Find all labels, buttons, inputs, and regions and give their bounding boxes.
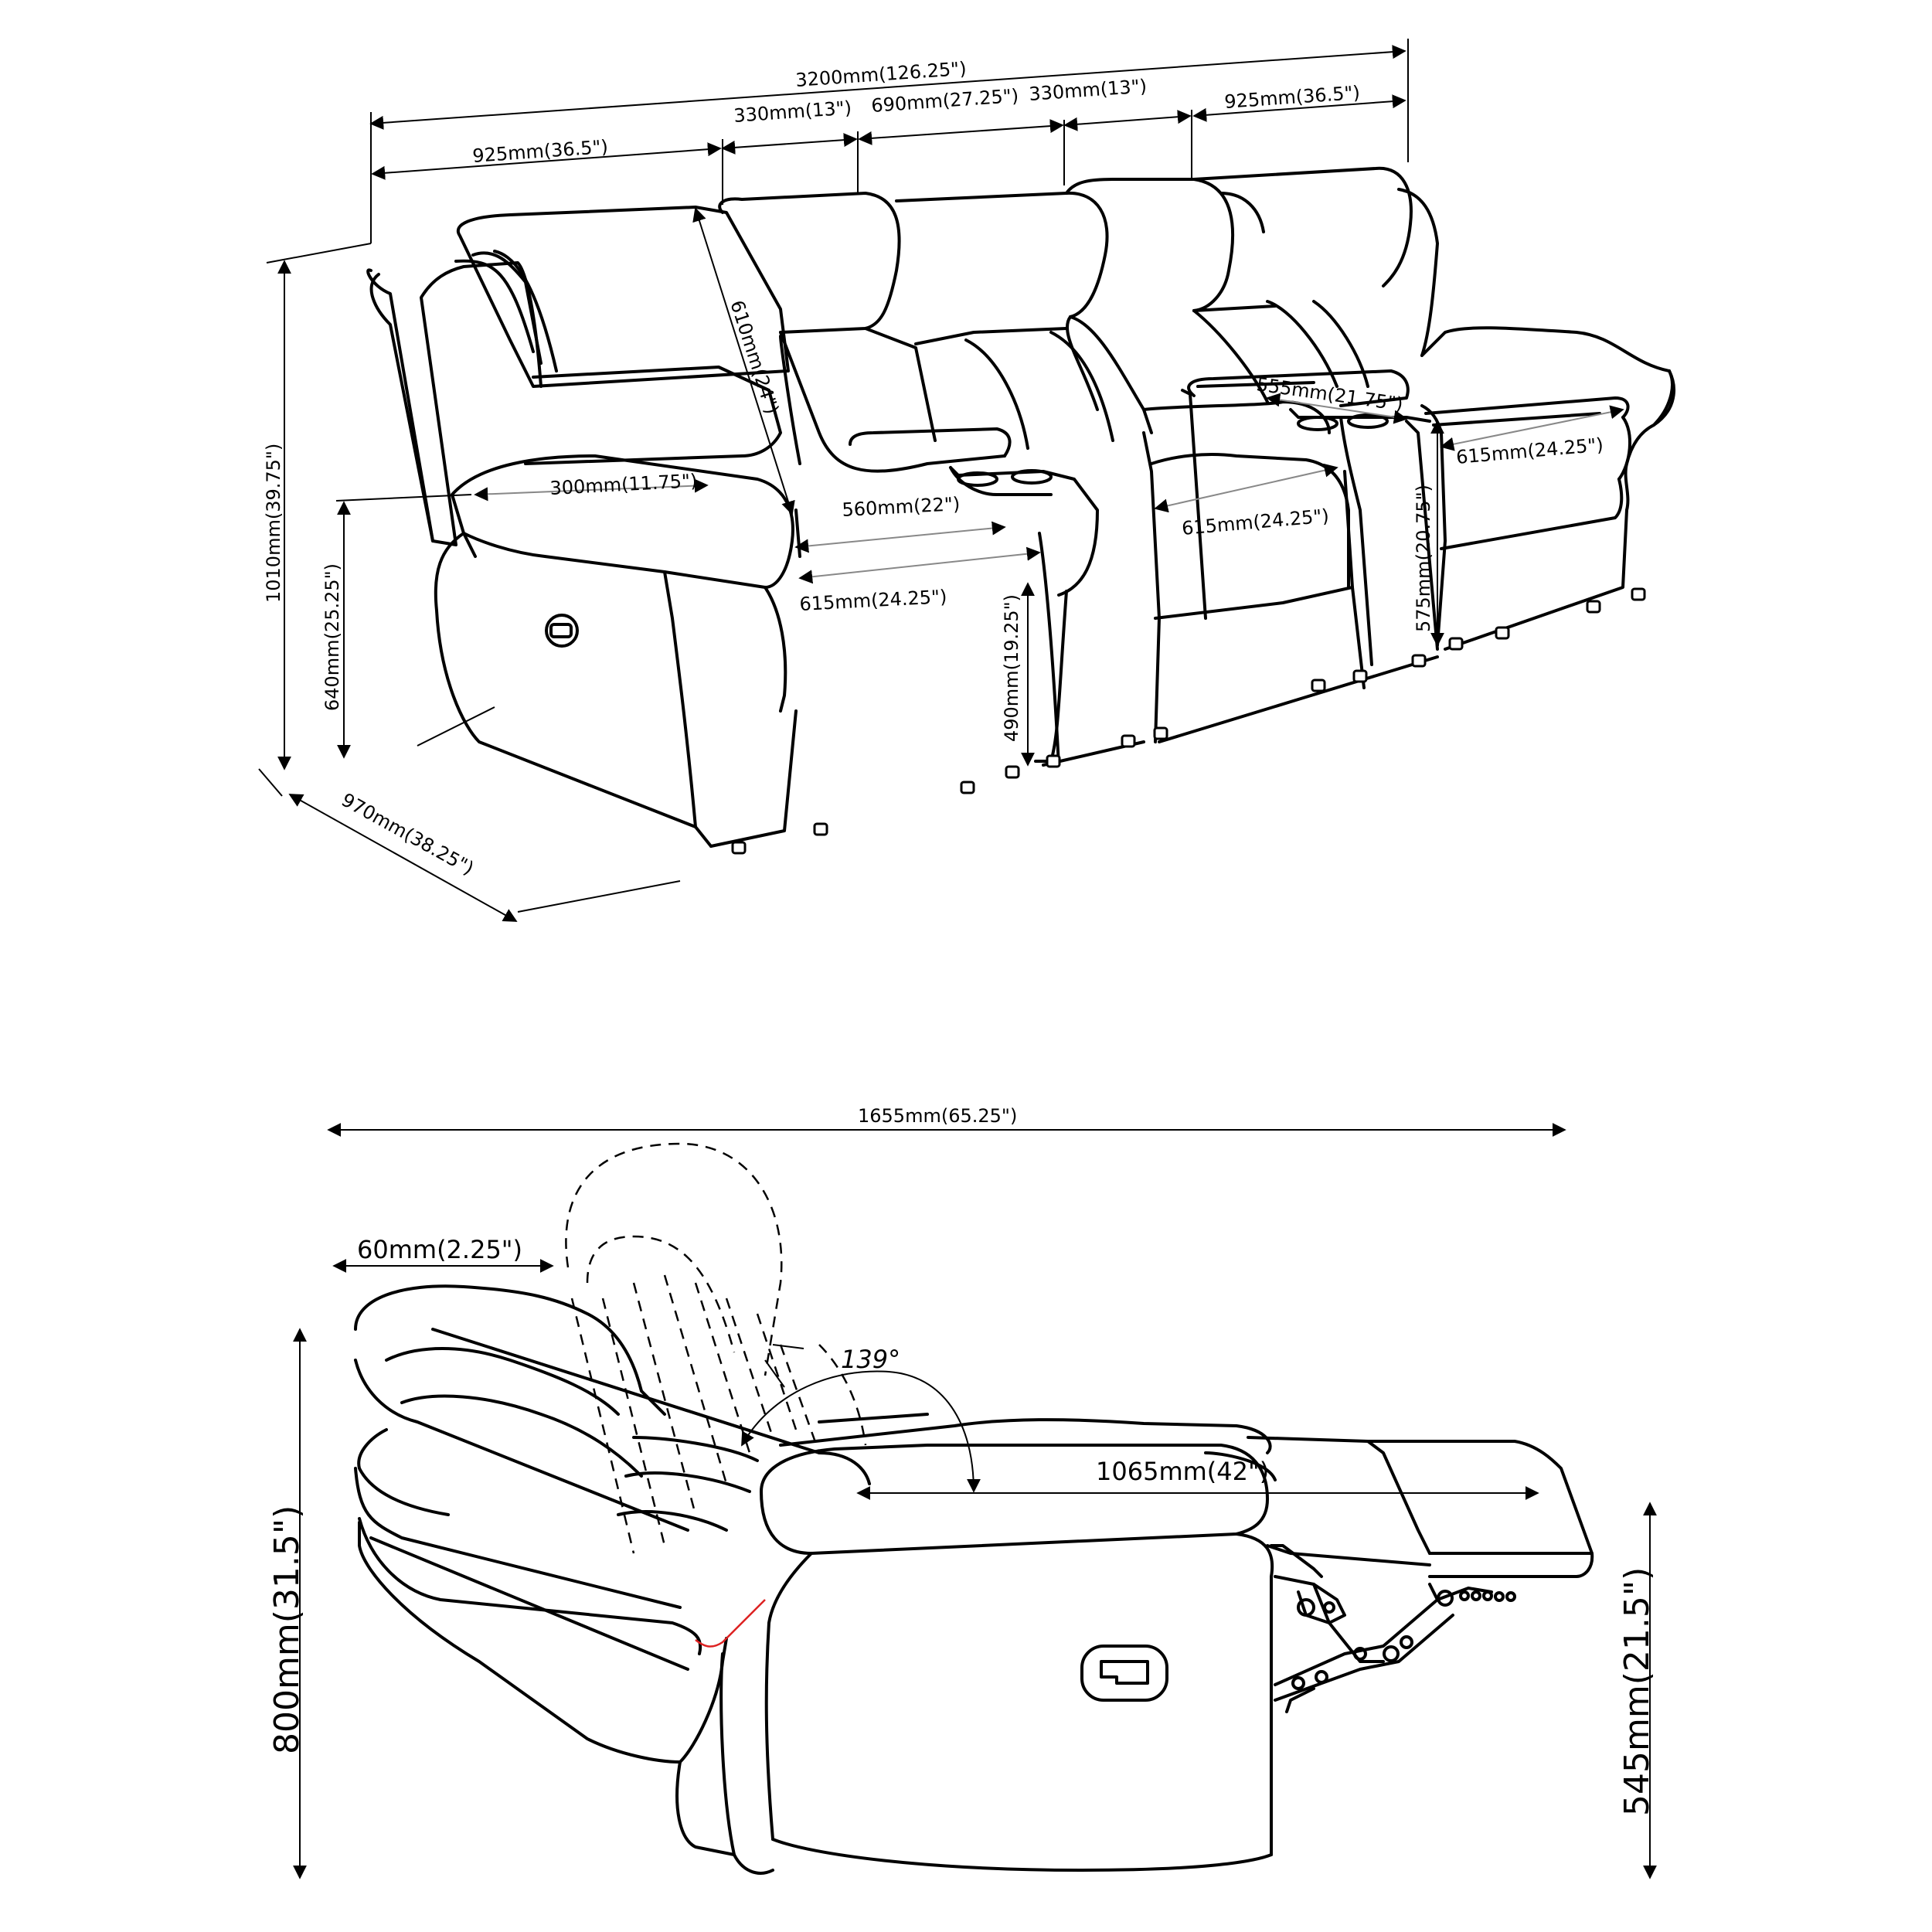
seat-width-1-label: 615mm(24.25") [799,586,947,615]
middle-right-section [1065,178,1439,743]
overall-width-label: 3200mm(126.25") [794,58,967,91]
seat-depth-left-label: 560mm(22") [842,493,961,521]
console-right-width-label: 330mm(13") [1028,75,1147,105]
console-depth-label: 555mm(21.75") [1255,373,1404,415]
arm-width-label: 300mm(11.75") [549,470,698,499]
seat-height-label: 490mm(19.25") [1001,594,1022,742]
sofa-drawing [258,39,1675,913]
side-dimension-lines [293,1123,1657,1879]
sofa-feet [731,587,1646,855]
middle-seat-width-label: 690mm(27.25") [870,85,1019,117]
top-dimension-lines [277,45,1624,922]
recline-angle-label: 139° [841,1345,900,1374]
side-dimension-labels: 1655mm(65.25") 60mm(2.25") 139° 1065mm(4… [267,1105,1657,1816]
overall-height-label: 1010mm(39.75") [263,444,284,603]
height-label: 800mm(31.5") [267,1505,307,1754]
console-height-label: 575mm(20.75") [1413,485,1434,632]
arm-height-label: 640mm(25.25") [321,563,343,711]
middle-left-section [718,192,1145,767]
reclined-height-label: 545mm(21.5") [1617,1567,1657,1816]
seat-width-2-label: 615mm(24.25") [1181,505,1330,539]
recliner-side-drawing [354,1142,1594,1875]
reclined-length-label: 1655mm(65.25") [858,1105,1017,1127]
console-left-width-label: 330mm(13") [733,97,852,127]
middle-seat [895,191,1153,450]
wall-clearance-label: 60mm(2.25") [357,1235,522,1264]
depth-label: 970mm(38.25") [338,789,478,879]
back-height-label: 610mm(24") [726,298,783,417]
seat-to-footrest-label: 1065mm(42") [1096,1457,1269,1486]
